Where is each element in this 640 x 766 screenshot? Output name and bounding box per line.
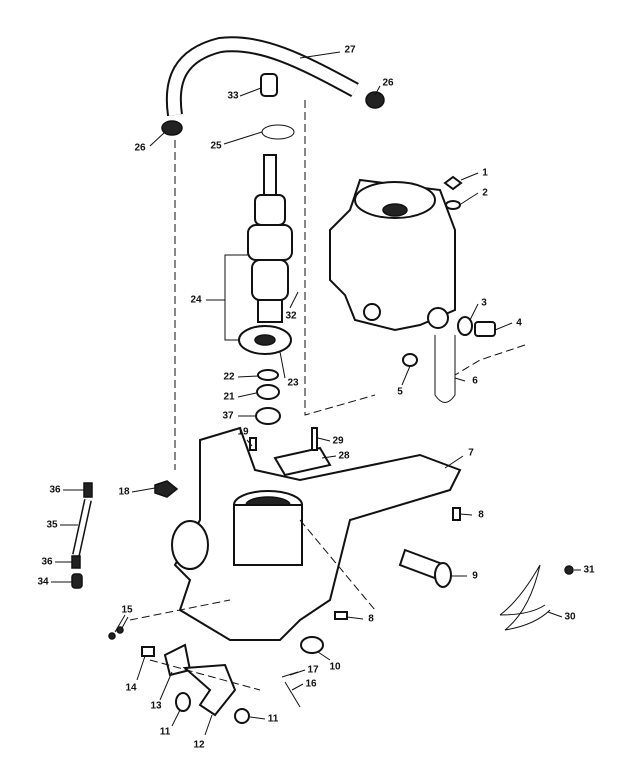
bell-housing [173,426,462,641]
callout-15: 15 [121,604,133,616]
bolt-29 [311,427,318,451]
screw-31 [564,565,574,575]
wire-harness-30 [499,564,551,631]
callout-8: 8 [368,613,374,625]
callout-34: 34 [37,576,49,588]
bushing-10 [300,636,324,654]
washer-2 [445,200,461,210]
pin-4 [474,321,496,337]
elbow-18 [154,480,179,498]
callout-18: 18 [118,486,130,498]
plug-33 [260,73,278,97]
pin-16 [284,681,301,708]
callout-2: 2 [482,187,488,199]
fitting-34 [71,573,83,589]
callout-33: 33 [227,90,239,102]
callout-30: 30 [564,611,576,623]
callout-3: 3 [481,297,487,309]
callout-8: 8 [478,509,484,521]
shaft-spline [263,154,277,201]
callout-17: 17 [307,664,319,676]
fitting-36-top [83,482,93,498]
callout-35: 35 [46,519,58,531]
fitting-36-bottom [71,555,81,569]
callout-10: 10 [329,661,341,673]
callout-21: 21 [223,391,235,403]
lever-12 [182,663,237,717]
callout-4: 4 [516,317,522,329]
pin-8-lower [334,611,348,620]
callout-26: 26 [382,77,394,89]
fitting-15a [108,632,116,640]
seal-37 [255,407,281,425]
seal-21 [256,384,280,400]
nut-1 [443,175,463,191]
callout-13: 13 [150,700,162,712]
ring-22 [257,369,279,381]
bracket-28 [273,446,332,477]
callout-29: 29 [332,435,344,447]
washer-3 [457,316,473,336]
callout-24: 24 [190,294,202,306]
callout-26: 26 [134,142,146,154]
callout-11: 11 [267,713,279,725]
callout-16: 16 [305,678,317,690]
callout-7: 7 [468,447,474,459]
fitting-15b [116,626,124,634]
callout-32: 32 [285,310,297,322]
callout-36: 36 [49,484,61,496]
callout-36: 36 [41,556,53,568]
callout-23: 23 [287,377,299,389]
callout-9: 9 [472,570,478,582]
snap-ring-25 [261,124,295,140]
callout-1: 1 [482,167,488,179]
bracket-13 [163,643,192,677]
bushing-11-right [234,708,250,724]
callout-25: 25 [210,140,222,152]
callout-19: 19 [237,426,249,438]
pin-8-upper [452,507,461,521]
bushing-11-left [175,692,191,712]
callout-11: 11 [159,726,171,738]
callout-14: 14 [125,682,137,694]
callout-31: 31 [583,564,595,576]
u-joint [247,224,293,261]
callout-6: 6 [472,375,478,387]
washer-5 [402,353,418,367]
u-bolt-6 [434,335,456,403]
callout-5: 5 [397,386,403,398]
callout-12: 12 [193,739,205,751]
callout-28: 28 [338,450,350,462]
callout-37: 37 [222,410,234,422]
callout-27: 27 [344,44,356,56]
clamp-26-left [161,120,183,136]
clamp-26-right [365,91,385,109]
callout-22: 22 [223,371,235,383]
fitting-14 [141,646,155,657]
